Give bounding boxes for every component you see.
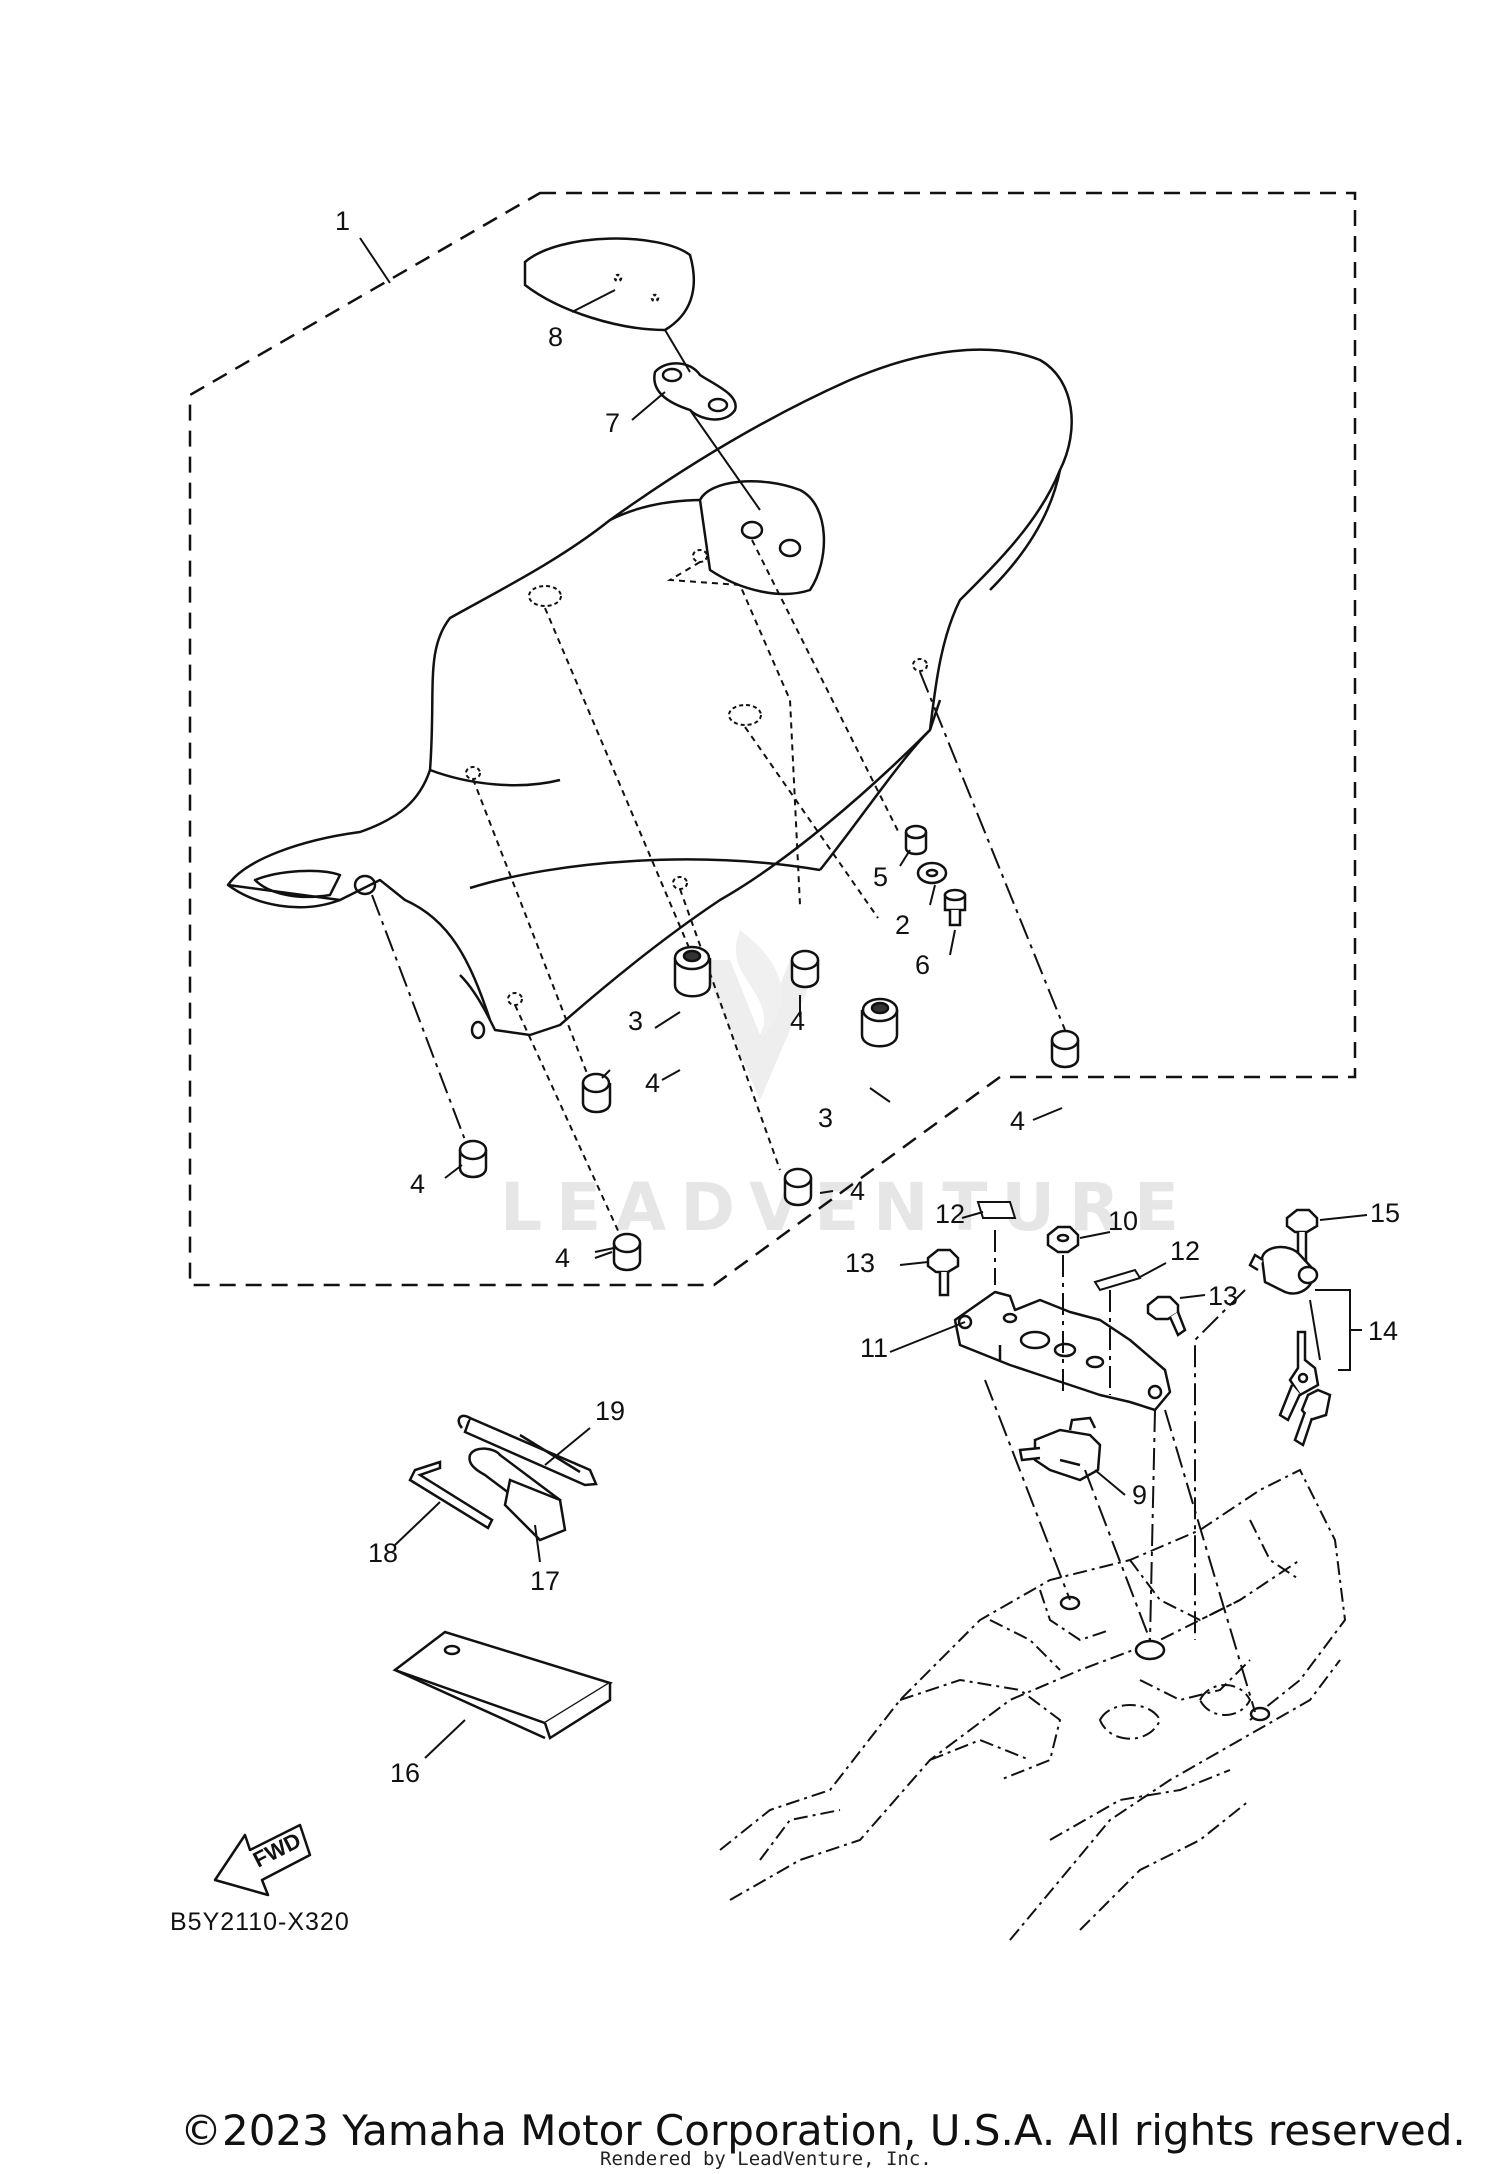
callout-3a: 3	[628, 1006, 643, 1036]
callout-17: 17	[530, 1566, 560, 1596]
damper-3a-icon	[673, 945, 712, 998]
key-lock-icon	[1248, 1245, 1319, 1295]
callout-14: 14	[1368, 1316, 1398, 1346]
nut-icon	[1046, 1225, 1080, 1254]
rear-frame-icon	[719, 1468, 1347, 1941]
bolt-13b-icon	[1146, 1295, 1187, 1337]
bolt-13a-icon	[926, 1248, 960, 1297]
diagram-code: B5Y2110-X320	[170, 1908, 350, 1936]
callout-13a: 13	[845, 1248, 875, 1278]
callout-4e: 4	[850, 1176, 865, 1206]
damper-3b-icon	[860, 997, 899, 1048]
callout-12b: 12	[1170, 1236, 1200, 1266]
callout-10: 10	[1108, 1206, 1138, 1236]
callout-12a: 12	[935, 1199, 965, 1229]
washer-icon	[916, 861, 948, 885]
wrench-icon	[457, 1414, 598, 1487]
callout-13b: 13	[1208, 1281, 1238, 1311]
watermark-text: LEADVENTURE	[500, 1169, 1193, 1246]
seat-lock-icon	[1018, 1416, 1102, 1482]
callout-4a: 4	[790, 1006, 805, 1036]
callout-19: 19	[595, 1396, 625, 1426]
frame-mount-points	[1059, 1595, 1271, 1722]
tool-bag-icon	[392, 1630, 614, 1740]
callout-6: 6	[915, 950, 930, 980]
damper-4a-icon	[790, 949, 820, 989]
key-bracket-line	[1309, 1289, 1362, 1371]
callout-7: 7	[605, 408, 620, 438]
screwdriver-icon	[468, 1447, 567, 1542]
collar-icon	[904, 824, 928, 856]
callout-11: 11	[860, 1333, 888, 1363]
damper-4e-icon	[783, 1167, 813, 1207]
callout-9: 9	[1132, 1480, 1147, 1510]
damper-4c-icon	[1050, 1029, 1080, 1069]
callout-numbers: 1 2 3 3 4 4 4 4 4 4 5 6 7 8 9 10 11 12 1…	[335, 206, 1400, 1788]
bracket-projection-lines	[984, 1230, 1256, 1713]
callout-4c: 4	[1010, 1106, 1025, 1136]
callout-4b: 4	[645, 1068, 660, 1098]
assembly-boundary	[188, 191, 1357, 1287]
keys-icon	[1278, 1330, 1332, 1447]
damper-4f-icon	[612, 1232, 642, 1272]
bracket-fasteners	[926, 1208, 1319, 1337]
hex-key-icon	[408, 1460, 494, 1530]
callout-15: 15	[1370, 1198, 1400, 1228]
grommet-plate-icon	[653, 362, 737, 421]
callout-18: 18	[368, 1538, 398, 1568]
callout-16: 16	[390, 1758, 420, 1788]
damper-4b-icon	[581, 1072, 612, 1114]
fastener-stack	[904, 824, 967, 927]
label-12a-icon	[976, 1201, 1017, 1219]
callout-4f: 4	[555, 1243, 570, 1273]
bolt-icon	[943, 888, 967, 927]
seat-icon	[226, 348, 1073, 1040]
leader-lines	[359, 237, 1063, 1259]
callout-4d: 4	[410, 1169, 425, 1199]
tool-leader-lines	[394, 1211, 1368, 1759]
damper-4d-icon	[458, 1139, 488, 1179]
projection-lines	[371, 329, 1066, 1236]
callout-1: 1	[335, 206, 350, 236]
label-12b-icon	[1093, 1268, 1142, 1292]
callout-8: 8	[548, 322, 563, 352]
callout-3b: 3	[818, 1103, 833, 1133]
bolt-15-icon	[1285, 1208, 1319, 1264]
seat-cover-icon	[523, 237, 695, 332]
rendered-by-notice: Rendered by LeadVenture, Inc.	[600, 2148, 932, 2170]
copyright-notice: ©2023 Yamaha Motor Corporation, U.S.A. A…	[180, 2106, 1466, 2155]
callout-5: 5	[873, 862, 888, 892]
tool-kit	[392, 1414, 614, 1740]
fwd-arrow-icon: FWD	[213, 1823, 312, 1897]
callout-2: 2	[895, 910, 910, 940]
